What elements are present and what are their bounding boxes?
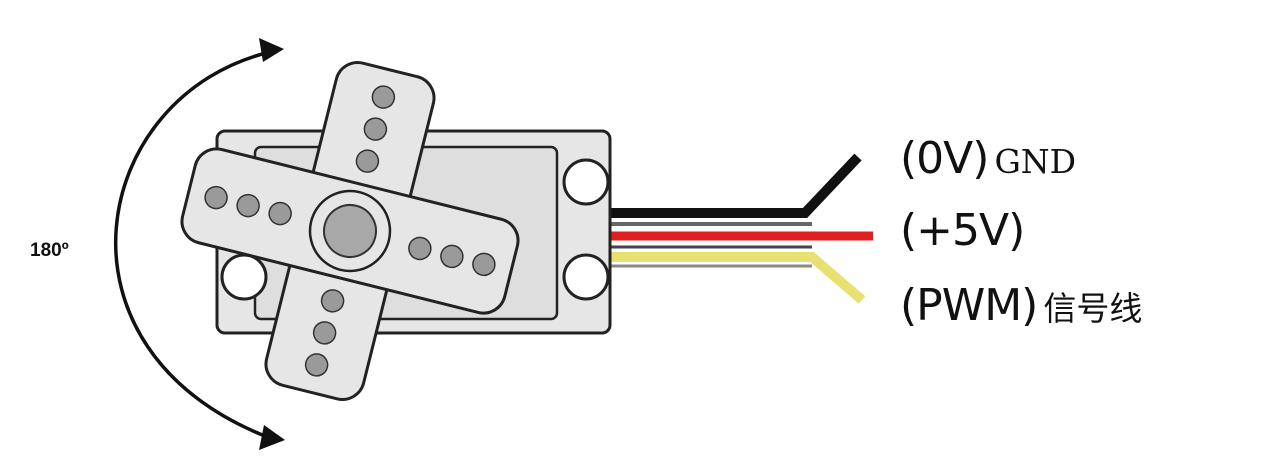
arrowhead-top-icon	[259, 38, 284, 62]
wire-bundle	[600, 153, 873, 304]
mount-hole	[220, 253, 268, 301]
gnd-pin-label: (0V)	[900, 133, 989, 184]
wire-gnd	[600, 153, 862, 218]
pwm-desc-label: 信号线	[1043, 289, 1143, 328]
gnd-desc-label: GND	[994, 142, 1077, 181]
vcc-wire-label: (+5V)	[900, 205, 1025, 256]
arrowhead-bottom-icon	[259, 425, 285, 450]
rotation-angle-label: 180º	[30, 240, 69, 261]
mount-hole	[562, 158, 610, 206]
horn-shaft	[323, 204, 377, 258]
rotation-arrow	[114, 38, 285, 450]
servo-horn	[180, 61, 520, 401]
wire-pwm	[600, 252, 866, 304]
horn-holes	[204, 85, 496, 377]
vcc-pin-label: (+5V)	[900, 205, 1025, 256]
mount-hole	[562, 253, 610, 301]
pwm-pin-label: (PWM)	[900, 280, 1038, 331]
pwm-wire-label: (PWM)信号线	[900, 280, 1142, 331]
gnd-wire-label: (0V)GND	[900, 133, 1076, 184]
